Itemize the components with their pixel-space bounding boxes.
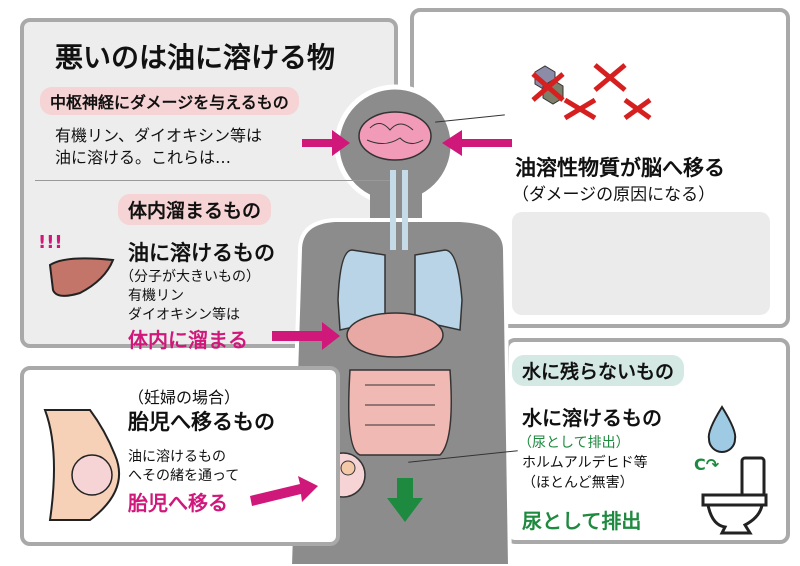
pregnant-belly-icon xyxy=(43,409,121,521)
accum-heading: 体内溜まるもの xyxy=(118,194,272,225)
cns-line1: 有機リン、ダイオキシン等は xyxy=(55,126,263,145)
arrow-right-icon xyxy=(272,322,340,350)
brain-icon xyxy=(358,111,432,161)
brain-heading: 油溶性物質が脳へ移る xyxy=(515,156,725,180)
fetus-heading: 胎児へ移るもの xyxy=(128,410,275,434)
down-arrow-icon xyxy=(387,478,423,522)
water-sub: 水に溶けるもの xyxy=(522,406,662,430)
fetus-paren: （妊婦の場合） xyxy=(128,388,241,407)
water-result: 尿として排出 xyxy=(522,509,642,533)
chemicals-crossed-icon xyxy=(531,63,652,121)
trachea-icon xyxy=(390,170,408,250)
accum-line1: 有機リン xyxy=(128,288,184,304)
accum-line2: ダイオキシン等は xyxy=(128,307,240,323)
divider xyxy=(35,180,390,181)
arrow-right-icon xyxy=(250,476,318,506)
fetus-line1: 油に溶けるもの xyxy=(128,449,226,465)
water-line2: （ほとんど無害） xyxy=(522,475,634,491)
placeholder-box xyxy=(512,212,770,315)
liver-icon xyxy=(48,257,115,297)
accum-result: 体内に溜まる xyxy=(128,328,248,352)
water-drop-icon xyxy=(707,405,737,453)
arrow-left-icon xyxy=(442,130,512,156)
water-heading: 水に残らないもの xyxy=(512,355,685,386)
brain-paren: （ダメージの原因になる） xyxy=(512,185,716,205)
cns-heading: 中枢神経にダメージを与えるもの xyxy=(40,87,299,115)
lungs-icon xyxy=(337,249,463,331)
cns-line2: 油に溶ける。これらは… xyxy=(55,148,232,167)
intestines-icon xyxy=(348,369,452,456)
fetus-line2: へその緒を通って xyxy=(128,468,240,484)
water-paren: （尿として排出） xyxy=(518,435,630,451)
accum-paren: （分子が大きいもの） xyxy=(120,269,260,285)
water-line1: ホルムアルデヒド等 xyxy=(522,455,648,471)
toilet-icon xyxy=(701,456,768,535)
arrow-right-icon xyxy=(302,130,350,156)
flush-icon: C↷ xyxy=(694,455,720,474)
page-title: 悪いのは油に溶ける物 xyxy=(55,41,336,74)
liver-organ-icon xyxy=(346,312,444,358)
fetus-result: 胎児へ移る xyxy=(128,491,228,515)
accum-sub: 油に溶けるもの xyxy=(128,241,275,265)
panel-oil-soluble xyxy=(20,18,398,348)
alert-icon: !!! xyxy=(38,232,63,253)
